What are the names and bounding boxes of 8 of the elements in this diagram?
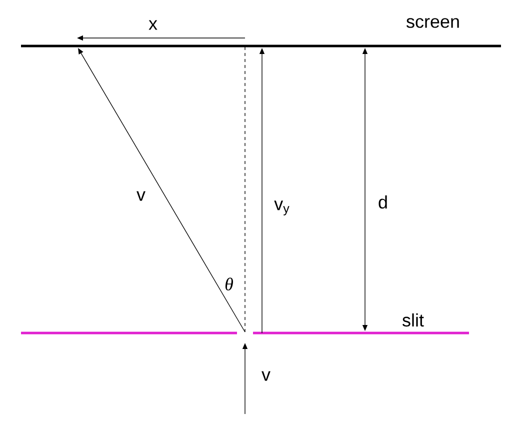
label: d: [378, 195, 387, 209]
label: slit: [402, 313, 424, 327]
label: v$_{y}$: [274, 200, 290, 216]
label: v: [136, 191, 146, 201]
label: x: [148, 20, 158, 30]
label: θ: [225, 278, 233, 290]
label: screen: [406, 18, 459, 28]
label: v: [262, 371, 270, 381]
